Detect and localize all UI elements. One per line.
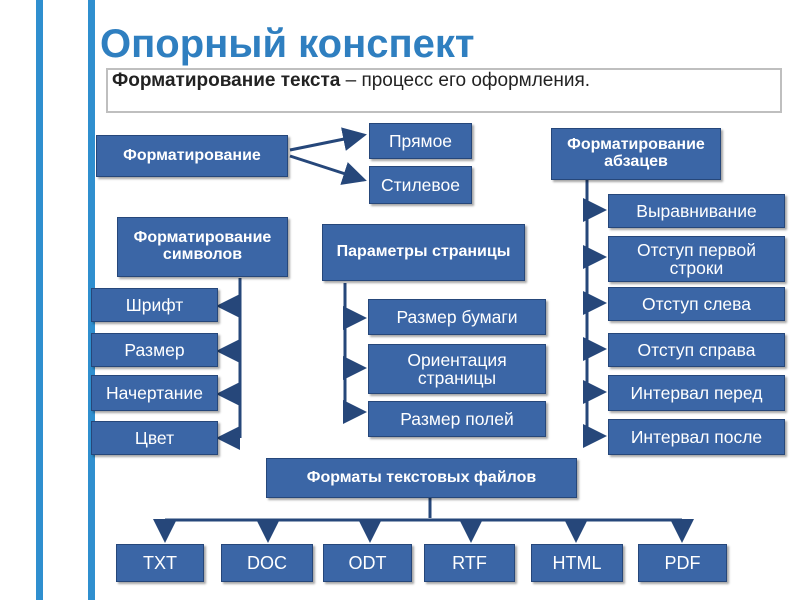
para-item-right-indent: Отступ справа (608, 333, 785, 367)
para-item-space-before: Интервал перед (608, 375, 785, 411)
char-formatting-box: Форматирование символов (117, 217, 288, 277)
definition-box: Форматирование текста – процесс его офор… (106, 68, 782, 113)
para-item-alignment: Выравнивание (608, 194, 785, 228)
para-item-first-indent: Отступ первой строки (608, 236, 785, 282)
format-rtf: RTF (424, 544, 515, 582)
page-item-margins: Размер полей (368, 401, 546, 437)
style-formatting-box: Стилевое (369, 166, 472, 204)
format-html: HTML (531, 544, 623, 582)
para-formatting-box: Форматирование абзацев (551, 128, 721, 180)
format-pdf: PDF (638, 544, 727, 582)
char-item-color: Цвет (91, 421, 218, 455)
file-formats-box: Форматы текстовых файлов (266, 458, 577, 498)
para-item-left-indent: Отступ слева (608, 287, 785, 321)
direct-formatting-box: Прямое (369, 123, 472, 159)
left-accent-bar (36, 0, 43, 600)
para-item-space-after: Интервал после (608, 419, 785, 455)
definition-term: Форматирование текста (112, 70, 341, 91)
definition-text: – процесс его оформления. (340, 70, 591, 91)
page-item-orientation: Ориентация страницы (368, 344, 546, 394)
formatting-box: Форматирование (96, 135, 288, 177)
format-txt: TXT (116, 544, 204, 582)
format-doc: DOC (221, 544, 313, 582)
page-item-paper-size: Размер бумаги (368, 299, 546, 335)
char-item-style: Начертание (91, 375, 218, 411)
page-title: Опорный конспект (100, 22, 475, 66)
char-item-font: Шрифт (91, 288, 218, 322)
format-odt: ODT (323, 544, 412, 582)
page-params-box: Параметры страницы (322, 224, 525, 281)
char-item-size: Размер (91, 333, 218, 367)
